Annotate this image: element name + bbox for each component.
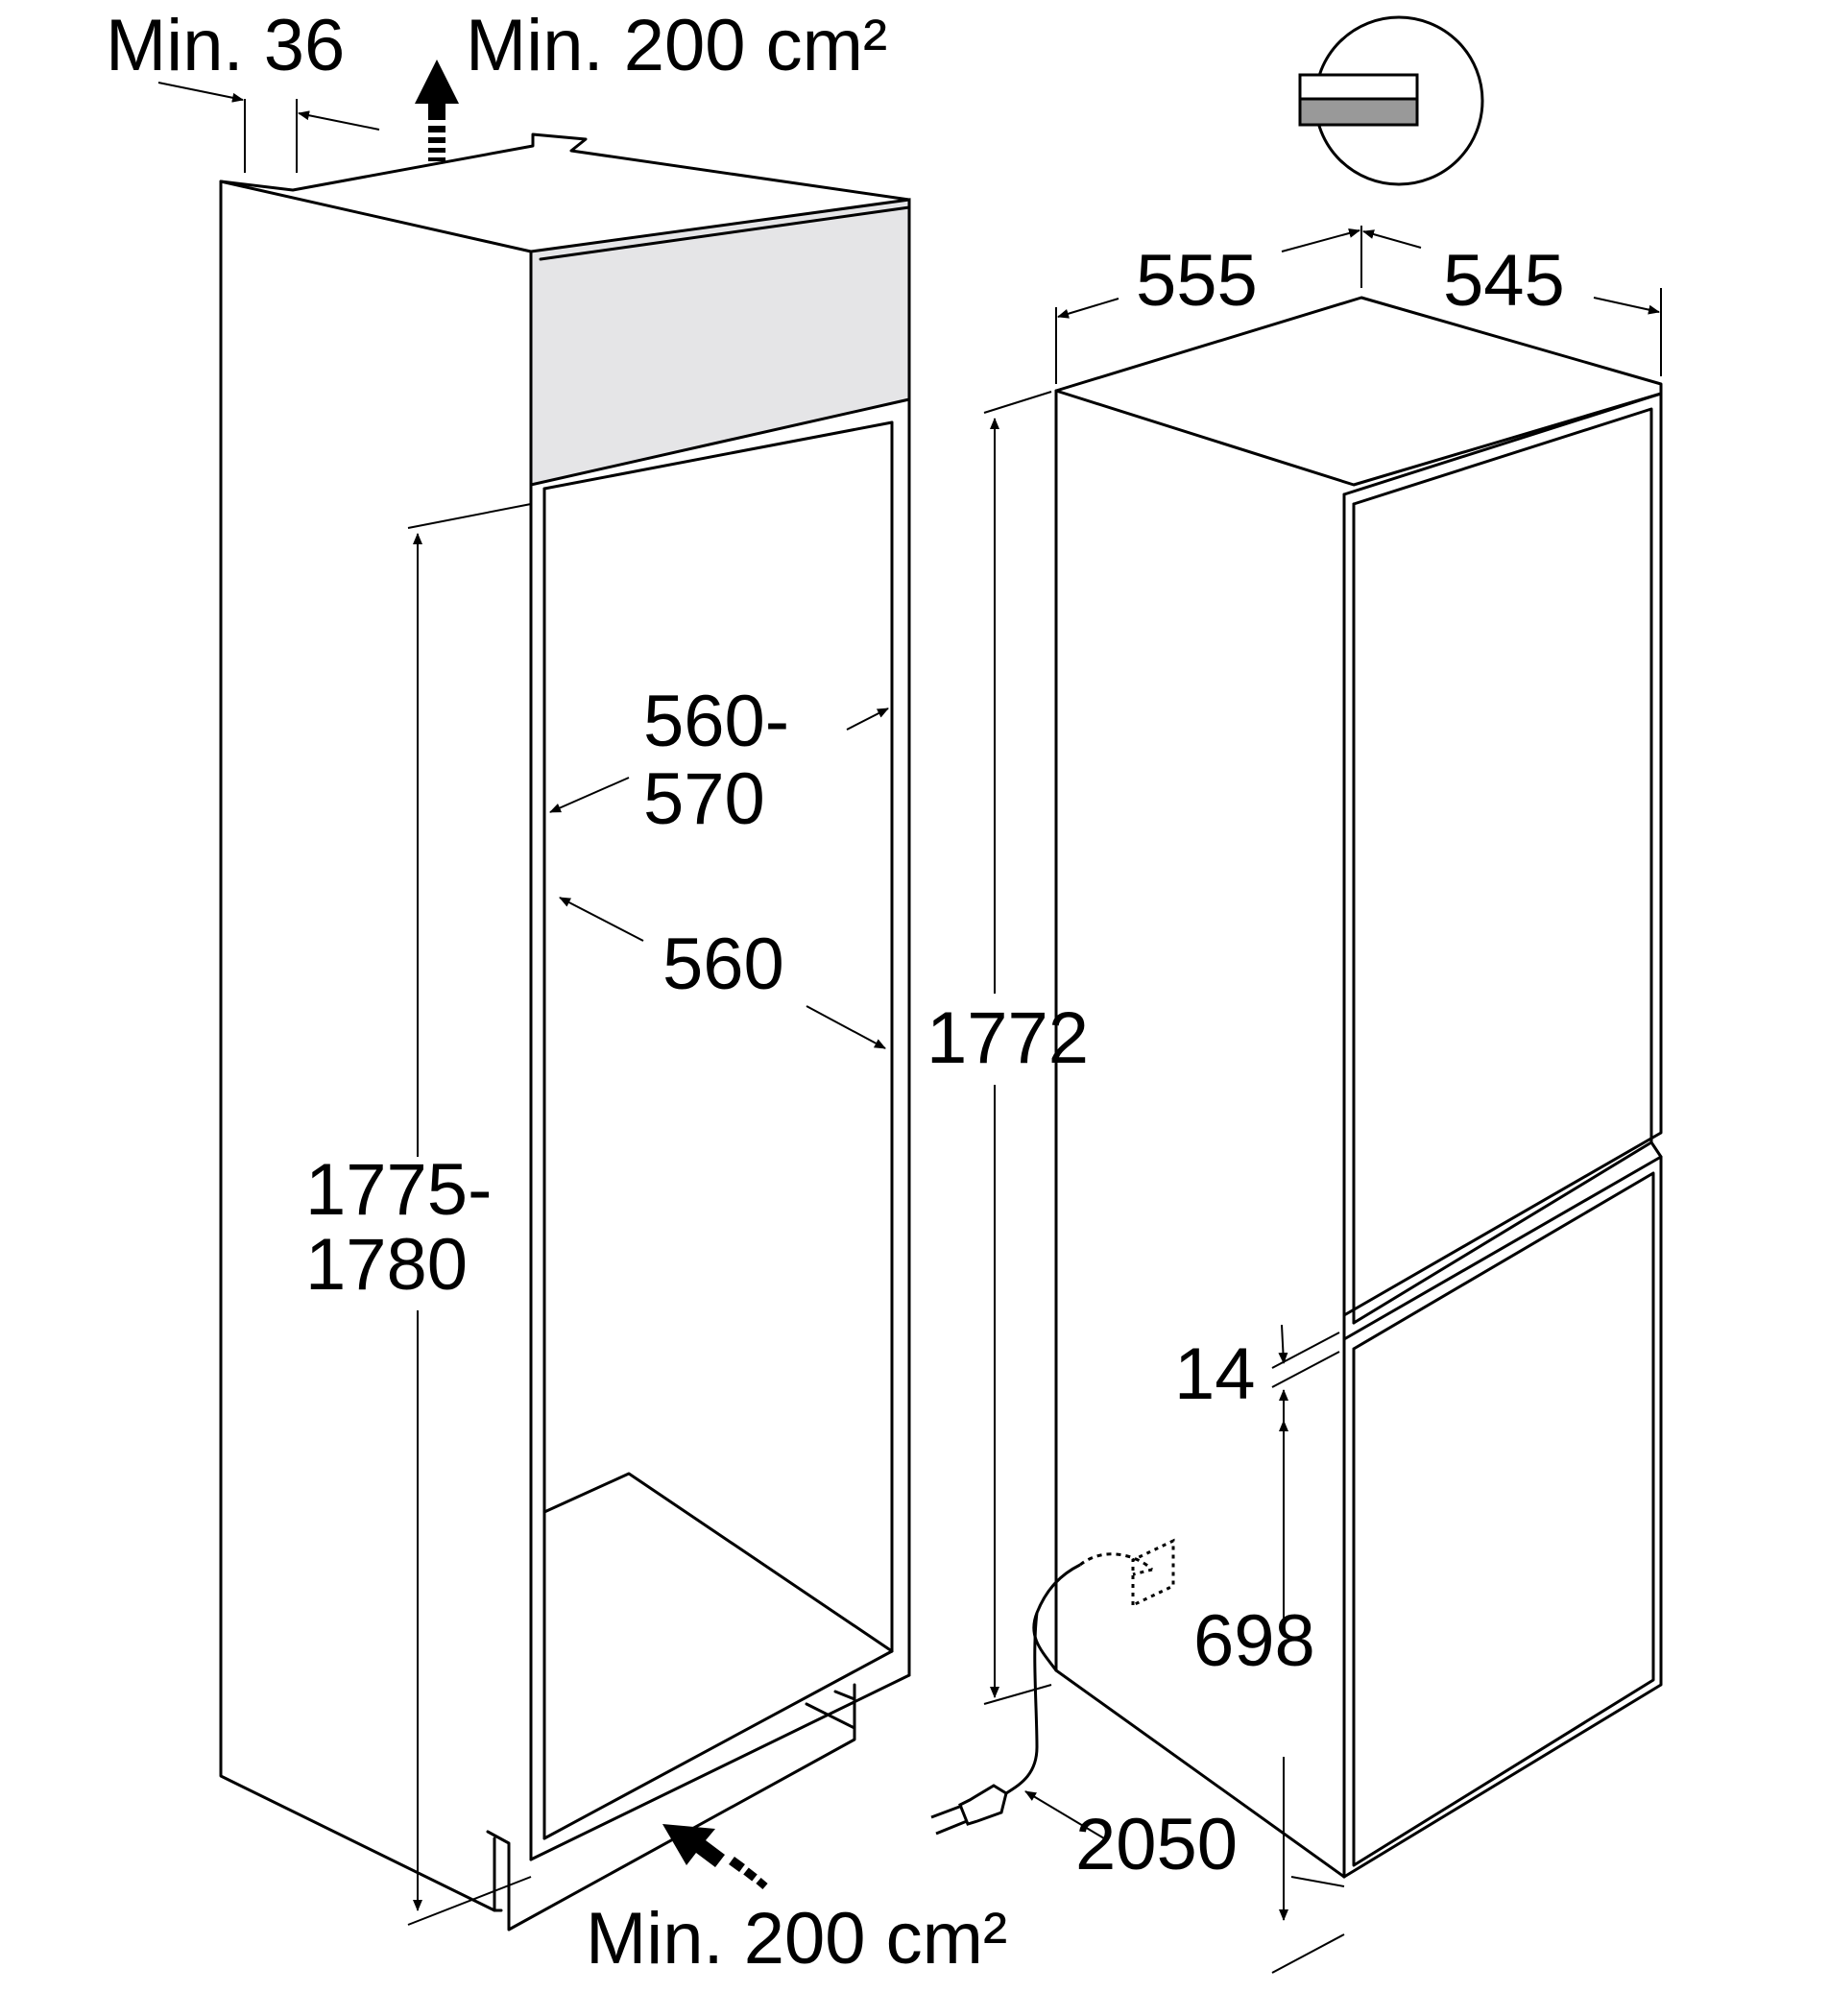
top-panel — [529, 198, 911, 487]
top-vent-label: Min. 200 cm² — [466, 5, 888, 86]
appliance-height-dimension — [983, 391, 1052, 1705]
top-gap-dimension — [157, 82, 380, 173]
niche-height-label-1: 1775- — [305, 1149, 493, 1231]
niche-depth-dimension — [559, 897, 886, 1049]
appliance-depth-label: 545 — [1443, 240, 1565, 322]
appliance-height-label: 1772 — [927, 997, 1090, 1079]
top-vent-arrow — [415, 60, 459, 161]
niche-height-label-2: 1780 — [305, 1224, 469, 1306]
appliance-body — [1054, 296, 1663, 1879]
cable-length-label: 2050 — [1075, 1804, 1239, 1885]
niche-depth-label: 560 — [662, 924, 784, 1005]
wall-socket-icon — [1131, 1538, 1175, 1608]
bottom-vent-label: Min. 200 cm² — [586, 1898, 1008, 1980]
door-gap-label: 14 — [1174, 1333, 1256, 1415]
top-gap-label: Min. 36 — [106, 5, 346, 86]
cabinet-niche — [219, 132, 911, 1932]
niche-width-dimension — [549, 708, 889, 813]
appliance-width-depth-dimensions — [1055, 226, 1662, 384]
door-dimensions — [1271, 1324, 1345, 1974]
power-cable — [1005, 1552, 1154, 1839]
niche-width-label-1: 560- — [643, 681, 790, 762]
lower-door-height-label: 698 — [1193, 1600, 1315, 1682]
power-plug-icon — [930, 1784, 1008, 1836]
built-in-appliance-icon — [1298, 15, 1484, 186]
bottom-vent-arrow — [662, 1824, 768, 1890]
niche-width-label-2: 570 — [643, 758, 765, 840]
niche-height-dimension — [407, 503, 532, 1926]
appliance-width-label: 555 — [1136, 240, 1258, 322]
